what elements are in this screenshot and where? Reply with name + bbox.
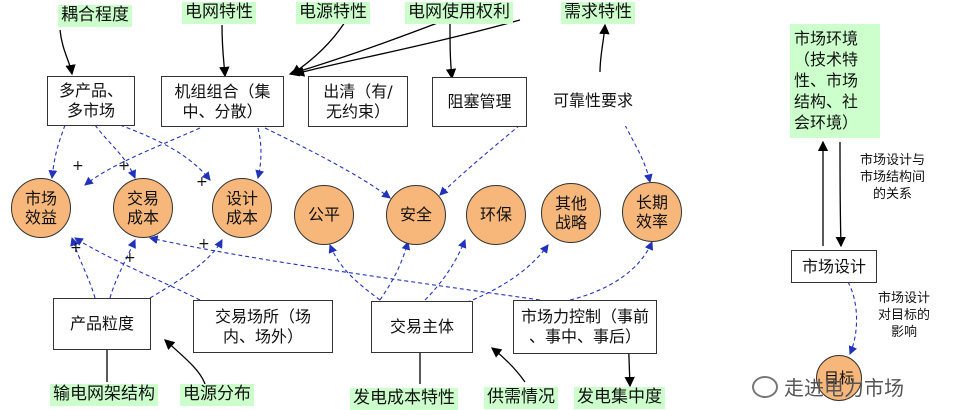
box-unit-commitment: 机组组合（集 中、分散）: [161, 76, 284, 127]
label-market-environment: 市场环境（技术特 性、市场 结构、社 会环境）: [790, 24, 880, 138]
watermark-text: 走进电力市场: [784, 376, 904, 400]
box-unit-commitment-text: 机组组合（集 中、分散）: [174, 81, 271, 121]
plus-sign-1: +: [72, 158, 84, 174]
plus-sign-6: +: [198, 236, 210, 252]
box-multi-product-text: 多产品、 多市场: [58, 81, 123, 120]
goal-design-cost-text: 设计 成本: [225, 188, 258, 227]
goal-security: 安全: [386, 185, 446, 245]
label-grid-characteristics: 电网特性: [182, 2, 256, 24]
plus-sign-3: +: [196, 174, 208, 190]
label-supply-demand: 供需情况: [484, 387, 558, 409]
goal-other-strategy: 其他 战略: [541, 183, 601, 243]
box-multi-product: 多产品、 多市场: [47, 76, 135, 126]
box-market-design-text: 市场设计: [801, 256, 866, 276]
goal-transaction-cost-text: 交易 成本: [126, 188, 159, 227]
plus-sign-5: +: [124, 250, 136, 266]
box-market-power-control: 市场力控制（事前 、事中、事后）: [513, 300, 657, 354]
box-reliability: 可靠性要求: [539, 76, 647, 126]
goal-environment-text: 环保: [479, 205, 512, 225]
label-grid-structure: 输电网架结构: [50, 384, 158, 406]
note-design-goal: 市场设计 对目标的 影响: [878, 291, 931, 340]
label-source-distribution: 电源分布: [180, 384, 254, 406]
goal-fairness-text: 公平: [307, 205, 340, 225]
plus-sign-4: +: [70, 240, 82, 256]
box-congestion: 阻塞管理: [432, 77, 527, 127]
label-source-characteristics: 电源特性: [296, 2, 370, 24]
goal-transaction-cost: 交易 成本: [113, 178, 173, 238]
label-generation-cost: 发电成本特性: [350, 388, 458, 410]
box-trading-participants: 交易主体: [371, 301, 473, 353]
label-grid-usage-rights: 电网使用权利: [405, 2, 513, 24]
goal-design-cost: 设计 成本: [212, 178, 272, 238]
box-product-granularity: 产品粒度: [53, 298, 151, 350]
box-product-granularity-text: 产品粒度: [69, 314, 134, 333]
label-coupling: 耦合程度: [58, 5, 132, 27]
goal-fairness: 公平: [294, 185, 354, 245]
note-design-structure: 市场设计与 市场结构间 的关系: [860, 153, 926, 202]
box-trading-venue: 交易场所（场 内、场外）: [193, 300, 333, 353]
box-market-power-control-text: 市场力控制（事前 、事中、事后）: [520, 307, 649, 346]
box-clearing: 出清（有/ 无约束）: [308, 76, 408, 127]
goal-other-strategy-text: 其他 战略: [554, 193, 587, 232]
goal-long-term-efficiency-text: 长期 效率: [635, 192, 668, 231]
goal-long-term-efficiency: 长期 效率: [622, 182, 682, 242]
box-trading-participants-text: 交易主体: [389, 317, 454, 336]
goal-environment: 环保: [466, 185, 526, 245]
watermark: 走进电力市场: [752, 372, 904, 401]
wechat-icon: [752, 375, 778, 398]
box-clearing-text: 出清（有/ 无约束）: [323, 81, 393, 121]
box-reliability-text: 可靠性要求: [552, 91, 633, 110]
goal-market-benefit-text: 市场 效益: [24, 188, 57, 227]
goal-target: 目标: [816, 355, 862, 401]
goal-market-benefit: 市场 效益: [11, 178, 71, 238]
dashed-arrows: [48, 124, 858, 356]
label-generation-concentration: 发电集中度: [574, 387, 665, 409]
box-trading-venue-text: 交易场所（场 内、场外）: [214, 306, 311, 346]
plus-sign-2: +: [118, 158, 130, 174]
goal-target-text: 目标: [823, 369, 854, 387]
goal-security-text: 安全: [399, 205, 432, 225]
box-market-design: 市场设计: [791, 250, 877, 283]
box-congestion-text: 阻塞管理: [447, 92, 512, 111]
label-demand-characteristics: 需求特性: [561, 2, 635, 24]
